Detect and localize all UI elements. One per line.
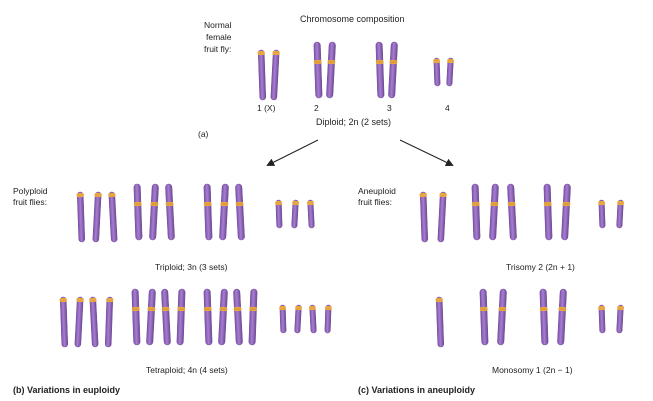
triploid-chr2-copy-2 [149, 183, 159, 241]
normal-chr1-copy-2 [270, 49, 280, 101]
tetraploid-chr2-copy-3 [161, 288, 171, 346]
monosomy_1-chr2-copy-2 [497, 288, 507, 346]
trisomy_2-chr3-copy-1 [543, 183, 553, 241]
tetraploid-chr2-copy-4 [176, 288, 186, 346]
normal-chr1-copy-1 [257, 49, 267, 101]
trisomy-label: Trisomy 2 (2n + 1) [506, 262, 575, 272]
chromosome-number-3: 3 [387, 103, 392, 113]
tetraploid-chr3-copy-4 [248, 288, 258, 346]
trisomy_2-chr4-copy-1 [598, 199, 606, 229]
monosomy_1-chr1-copy-1 [435, 296, 445, 348]
triploid-label: Triploid; 3n (3 sets) [155, 262, 228, 272]
tetraploid-chr3-copy-1 [203, 288, 213, 346]
trisomy_2-chr3-copy-2 [561, 183, 571, 241]
trisomy_2-chr1-copy-2 [437, 191, 447, 243]
tetraploid-chr4-copy-2 [294, 304, 302, 334]
normal-chr4-copy-2 [446, 57, 454, 87]
normal-chr3-copy-1 [375, 41, 385, 99]
diploid-label: Diploid; 2n (2 sets) [316, 117, 392, 127]
triploid-chr2-copy-3 [165, 183, 175, 241]
tetraploid-chr4-copy-3 [309, 304, 317, 334]
chromosome-number-4: 4 [445, 103, 450, 113]
triploid-chr4-copy-3 [307, 199, 315, 229]
aneuploid-label-line-2: fruit flies: [358, 197, 393, 207]
triploid-chr4-copy-1 [275, 199, 283, 229]
triploid-chr1-copy-3 [108, 191, 118, 243]
monosomy-label: Monosomy 1 (2n − 1) [492, 365, 573, 375]
tetraploid-chr4-copy-4 [324, 304, 332, 334]
trisomy_2-chr2-copy-3 [507, 183, 517, 241]
trisomy_2-chr1-copy-1 [419, 191, 429, 243]
triploid-chr3-copy-2 [219, 183, 229, 241]
normal-label-line-3: fruit fly: [204, 44, 232, 54]
trisomy_2-chr2-copy-2 [489, 183, 499, 241]
tetraploid-label: Tetraploid; 4n (4 sets) [146, 365, 228, 375]
chromosome-number-2: 2 [314, 103, 319, 113]
tetraploid-chr3-copy-3 [233, 288, 243, 346]
arrow-to-aneuploid [399, 139, 454, 167]
tetraploid-chr2-copy-2 [146, 288, 156, 346]
normal-label-line-1: Normal [204, 20, 232, 30]
normal-label-line-2: female [206, 32, 232, 42]
monosomy_1-chr3-copy-2 [557, 288, 567, 346]
title: Chromosome composition [300, 14, 405, 24]
monosomy_1-chr4-copy-1 [598, 304, 606, 334]
tetraploid-chr1-copy-3 [89, 296, 99, 348]
panel-c-caption: (c) Variations in aneuploidy [358, 385, 476, 395]
triploid-chr3-copy-1 [203, 183, 213, 241]
tetraploid-chr1-copy-4 [104, 296, 114, 348]
panel-a-label: (a) [198, 129, 209, 139]
tetraploid-chr2-copy-1 [131, 288, 141, 346]
tetraploid-chr1-copy-1 [59, 296, 69, 348]
tetraploid-chr4-copy-1 [279, 304, 287, 334]
chromosome-number-1: 1 (X) [257, 103, 276, 113]
polyploid-label-line-2: fruit flies: [13, 197, 48, 207]
normal-chr3-copy-2 [388, 41, 398, 99]
trisomy_2-chr4-copy-2 [616, 199, 624, 229]
arrow-to-polyploid [266, 139, 319, 166]
normal-chr2-copy-1 [313, 41, 323, 99]
aneuploid-label-line-1: Aneuploid [358, 186, 396, 196]
tetraploid-chr1-copy-2 [74, 296, 84, 348]
panel-b-caption: (b) Variations in euploidy [13, 385, 121, 395]
normal-chr4-copy-1 [433, 57, 441, 87]
polyploid-label-line-1: Polyploid [13, 186, 48, 196]
normal-chr2-copy-2 [326, 41, 336, 99]
triploid-chr2-copy-1 [133, 183, 143, 241]
monosomy_1-chr3-copy-1 [539, 288, 549, 346]
tetraploid-chr3-copy-2 [218, 288, 228, 346]
triploid-chr3-copy-3 [235, 183, 245, 241]
chromosome-layer [59, 41, 624, 348]
monosomy_1-chr4-copy-2 [616, 304, 624, 334]
triploid-chr1-copy-1 [76, 191, 86, 243]
triploid-chr1-copy-2 [92, 191, 102, 243]
trisomy_2-chr2-copy-1 [471, 183, 481, 241]
triploid-chr4-copy-2 [291, 199, 299, 229]
monosomy_1-chr2-copy-1 [479, 288, 489, 346]
